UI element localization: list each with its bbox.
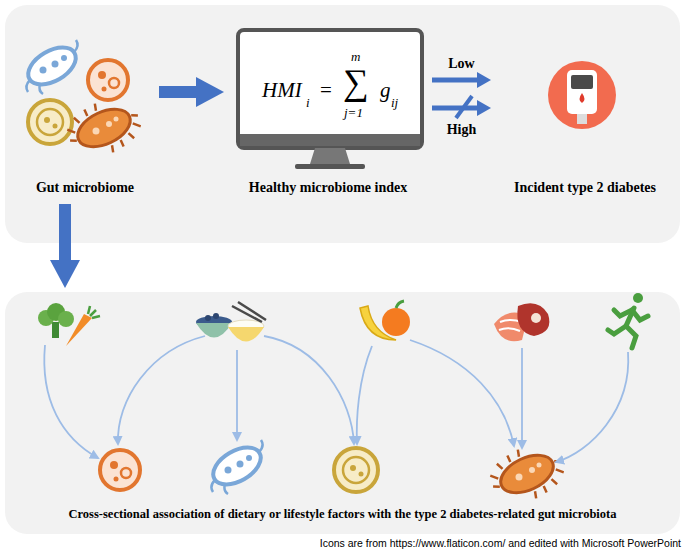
flow-arrow — [432, 78, 479, 83]
bacterium-icon — [100, 450, 140, 490]
association-arrow — [264, 336, 354, 444]
formula-sum: ∑ — [343, 64, 369, 100]
bacterium-icon — [22, 40, 82, 94]
association-arrow — [118, 336, 205, 444]
association-arrow — [521, 348, 523, 448]
formula-sign: = — [320, 80, 332, 101]
association-arrow — [410, 340, 514, 446]
formula-limit: m — [351, 50, 360, 63]
bacterium-icon — [60, 89, 147, 167]
edge-label: Low — [448, 56, 474, 72]
formula-term: HMI — [262, 80, 302, 101]
bottom-panel — [5, 292, 680, 534]
node-label: Healthy microbiome index — [249, 180, 407, 196]
bacterium-icon — [28, 100, 72, 144]
association-arrow — [236, 350, 238, 440]
formula-subscript: ij — [391, 96, 398, 109]
association-arrow — [556, 352, 628, 462]
monitor-icon — [238, 30, 422, 169]
glucometer-icon — [548, 61, 616, 129]
credit-note: Icons are from https://www.flaticon.com/… — [320, 538, 681, 549]
panel-caption: Cross-sectional association of dietary o… — [69, 507, 617, 522]
node-label: Incident type 2 diabetes — [514, 180, 656, 196]
monitor-box: Healthy microbiome index — [228, 25, 428, 200]
flow-arrow — [59, 204, 71, 264]
top-panel — [5, 5, 680, 243]
meat-fish-icon — [494, 303, 549, 341]
fruit-icon — [360, 301, 410, 340]
bacterium-icon — [334, 448, 378, 492]
icon-group: Gut microbiome — [15, 25, 155, 200]
association-arrows — [44, 336, 628, 462]
formula-limit: j=1 — [344, 106, 363, 119]
formula-subscript: i — [306, 96, 310, 109]
bacterium-icon — [483, 435, 570, 513]
panel-box: Cross-sectional association of dietary o… — [5, 292, 680, 532]
association-arrow — [357, 346, 372, 444]
association-arrow — [44, 345, 98, 458]
flow-arrow — [432, 106, 479, 111]
edge-label: High — [447, 122, 477, 138]
runner-icon — [608, 293, 648, 348]
icon-group: Incident type 2 diabetes — [495, 25, 675, 200]
vegetable-icon — [38, 303, 100, 346]
bacterium-icon — [88, 60, 128, 100]
formula-term: g — [380, 80, 391, 101]
bacterium-icon — [207, 440, 267, 494]
node-label: Gut microbiome — [36, 180, 134, 196]
grain-bowls-icon — [196, 302, 266, 342]
flow-arrow — [159, 86, 200, 98]
